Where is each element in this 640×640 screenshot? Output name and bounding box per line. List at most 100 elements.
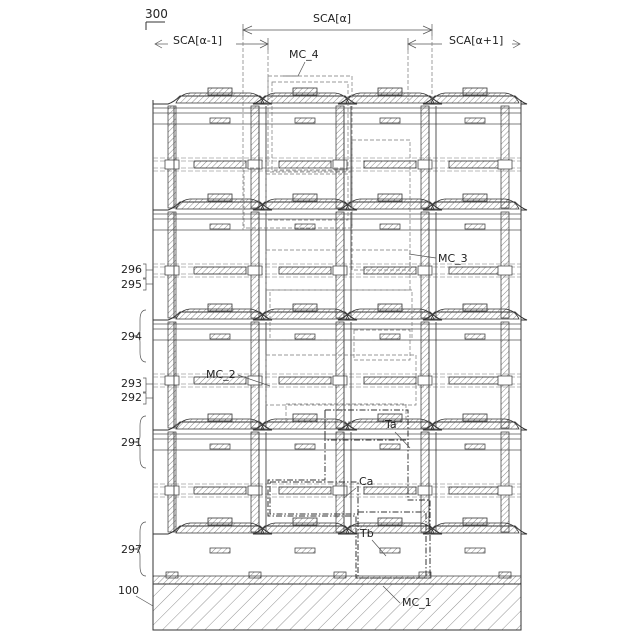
via xyxy=(251,106,259,208)
gate-plug xyxy=(295,444,315,449)
tb-label: Tb xyxy=(359,527,374,540)
via-pad xyxy=(333,266,347,275)
gate-plug xyxy=(210,444,230,449)
figure-number: 300 xyxy=(145,7,168,21)
capacitor-plate xyxy=(449,487,501,494)
gate-plug xyxy=(210,548,230,553)
gate-electrode xyxy=(293,414,317,421)
gate-plug xyxy=(465,224,485,229)
capacitor-plate xyxy=(279,267,331,274)
gate-plug xyxy=(380,334,400,339)
via-pad xyxy=(165,160,179,169)
via xyxy=(168,106,176,208)
gate-electrode xyxy=(378,304,402,311)
layer-296-label: 296 xyxy=(121,263,142,276)
gate-electrode xyxy=(208,194,232,201)
via-pad xyxy=(498,266,512,275)
gate-plug xyxy=(380,118,400,123)
gate-electrode xyxy=(293,518,317,525)
substrate-contact xyxy=(166,572,178,578)
gate-electrode xyxy=(463,88,487,95)
gate-electrode xyxy=(208,414,232,421)
ca-label: Ca xyxy=(359,475,373,488)
via xyxy=(501,432,509,532)
sca-left-label: SCA[α-1] xyxy=(173,34,222,47)
via-pad xyxy=(498,486,512,495)
substrate-contact xyxy=(499,572,511,578)
gate-plug xyxy=(380,224,400,229)
via xyxy=(336,106,344,208)
substrate-contact xyxy=(419,572,431,578)
gate-plug xyxy=(465,444,485,449)
mc1-label: MC_1 xyxy=(402,596,432,609)
via-pad xyxy=(418,486,432,495)
gate-electrode xyxy=(463,304,487,311)
layer-291-label: 291 xyxy=(121,436,142,449)
layer-293-label: 293 xyxy=(121,377,142,390)
via xyxy=(501,106,509,208)
capacitor-plate xyxy=(364,377,416,384)
sca-center-label: SCA[α] xyxy=(313,12,351,25)
layer-295-label: 295 xyxy=(121,278,142,291)
layer-292-label: 292 xyxy=(121,391,142,404)
capacitor-plate xyxy=(364,267,416,274)
ta-label: Ta xyxy=(384,418,397,431)
via xyxy=(421,212,429,318)
tier-structure xyxy=(153,88,527,578)
gate-electrode xyxy=(208,88,232,95)
capacitor-plate xyxy=(449,377,501,384)
gate-electrode xyxy=(293,88,317,95)
gate-electrode xyxy=(463,518,487,525)
capacitor-plate xyxy=(279,377,331,384)
via xyxy=(251,432,259,532)
gate-plug xyxy=(295,334,315,339)
mc4-label: MC_4 xyxy=(289,48,319,61)
gate-electrode xyxy=(208,518,232,525)
gate-electrode xyxy=(378,194,402,201)
via-pad xyxy=(248,486,262,495)
capacitor-plate xyxy=(194,161,246,168)
via xyxy=(421,106,429,208)
via-pad xyxy=(498,160,512,169)
layer-294-label: 294 xyxy=(121,330,142,343)
substrate-contact xyxy=(334,572,346,578)
via xyxy=(168,212,176,318)
gate-plug xyxy=(465,118,485,123)
gate-plug xyxy=(295,548,315,553)
gate-electrode xyxy=(378,88,402,95)
via-pad xyxy=(418,160,432,169)
via-pad xyxy=(498,376,512,385)
gate-electrode xyxy=(293,304,317,311)
capacitor-plate xyxy=(279,487,331,494)
via-pad xyxy=(333,486,347,495)
capacitor-plate xyxy=(279,161,331,168)
gate-electrode xyxy=(463,414,487,421)
via-pad xyxy=(333,376,347,385)
substrate-contact xyxy=(249,572,261,578)
via-pad xyxy=(418,376,432,385)
via xyxy=(501,322,509,428)
gate-plug xyxy=(380,444,400,449)
via-pad xyxy=(248,266,262,275)
via xyxy=(421,432,429,532)
gate-electrode xyxy=(378,518,402,525)
mc3-label: MC_3 xyxy=(438,252,468,265)
capacitor-plate xyxy=(194,487,246,494)
via-pad xyxy=(165,376,179,385)
sca-right-label: SCA[α+1] xyxy=(449,34,503,47)
via-pad xyxy=(418,266,432,275)
gate-electrode xyxy=(463,194,487,201)
gate-plug xyxy=(465,334,485,339)
via xyxy=(421,322,429,428)
via xyxy=(336,322,344,428)
capacitor-plate xyxy=(364,161,416,168)
gate-plug xyxy=(210,334,230,339)
capacitor-plate xyxy=(449,161,501,168)
gate-electrode xyxy=(208,304,232,311)
layer-297-label: 297 xyxy=(121,543,142,556)
gate-plug xyxy=(465,548,485,553)
via xyxy=(251,322,259,428)
gate-plug xyxy=(295,118,315,123)
mc2-label: MC_2 xyxy=(206,368,236,381)
capacitor-plate xyxy=(449,267,501,274)
